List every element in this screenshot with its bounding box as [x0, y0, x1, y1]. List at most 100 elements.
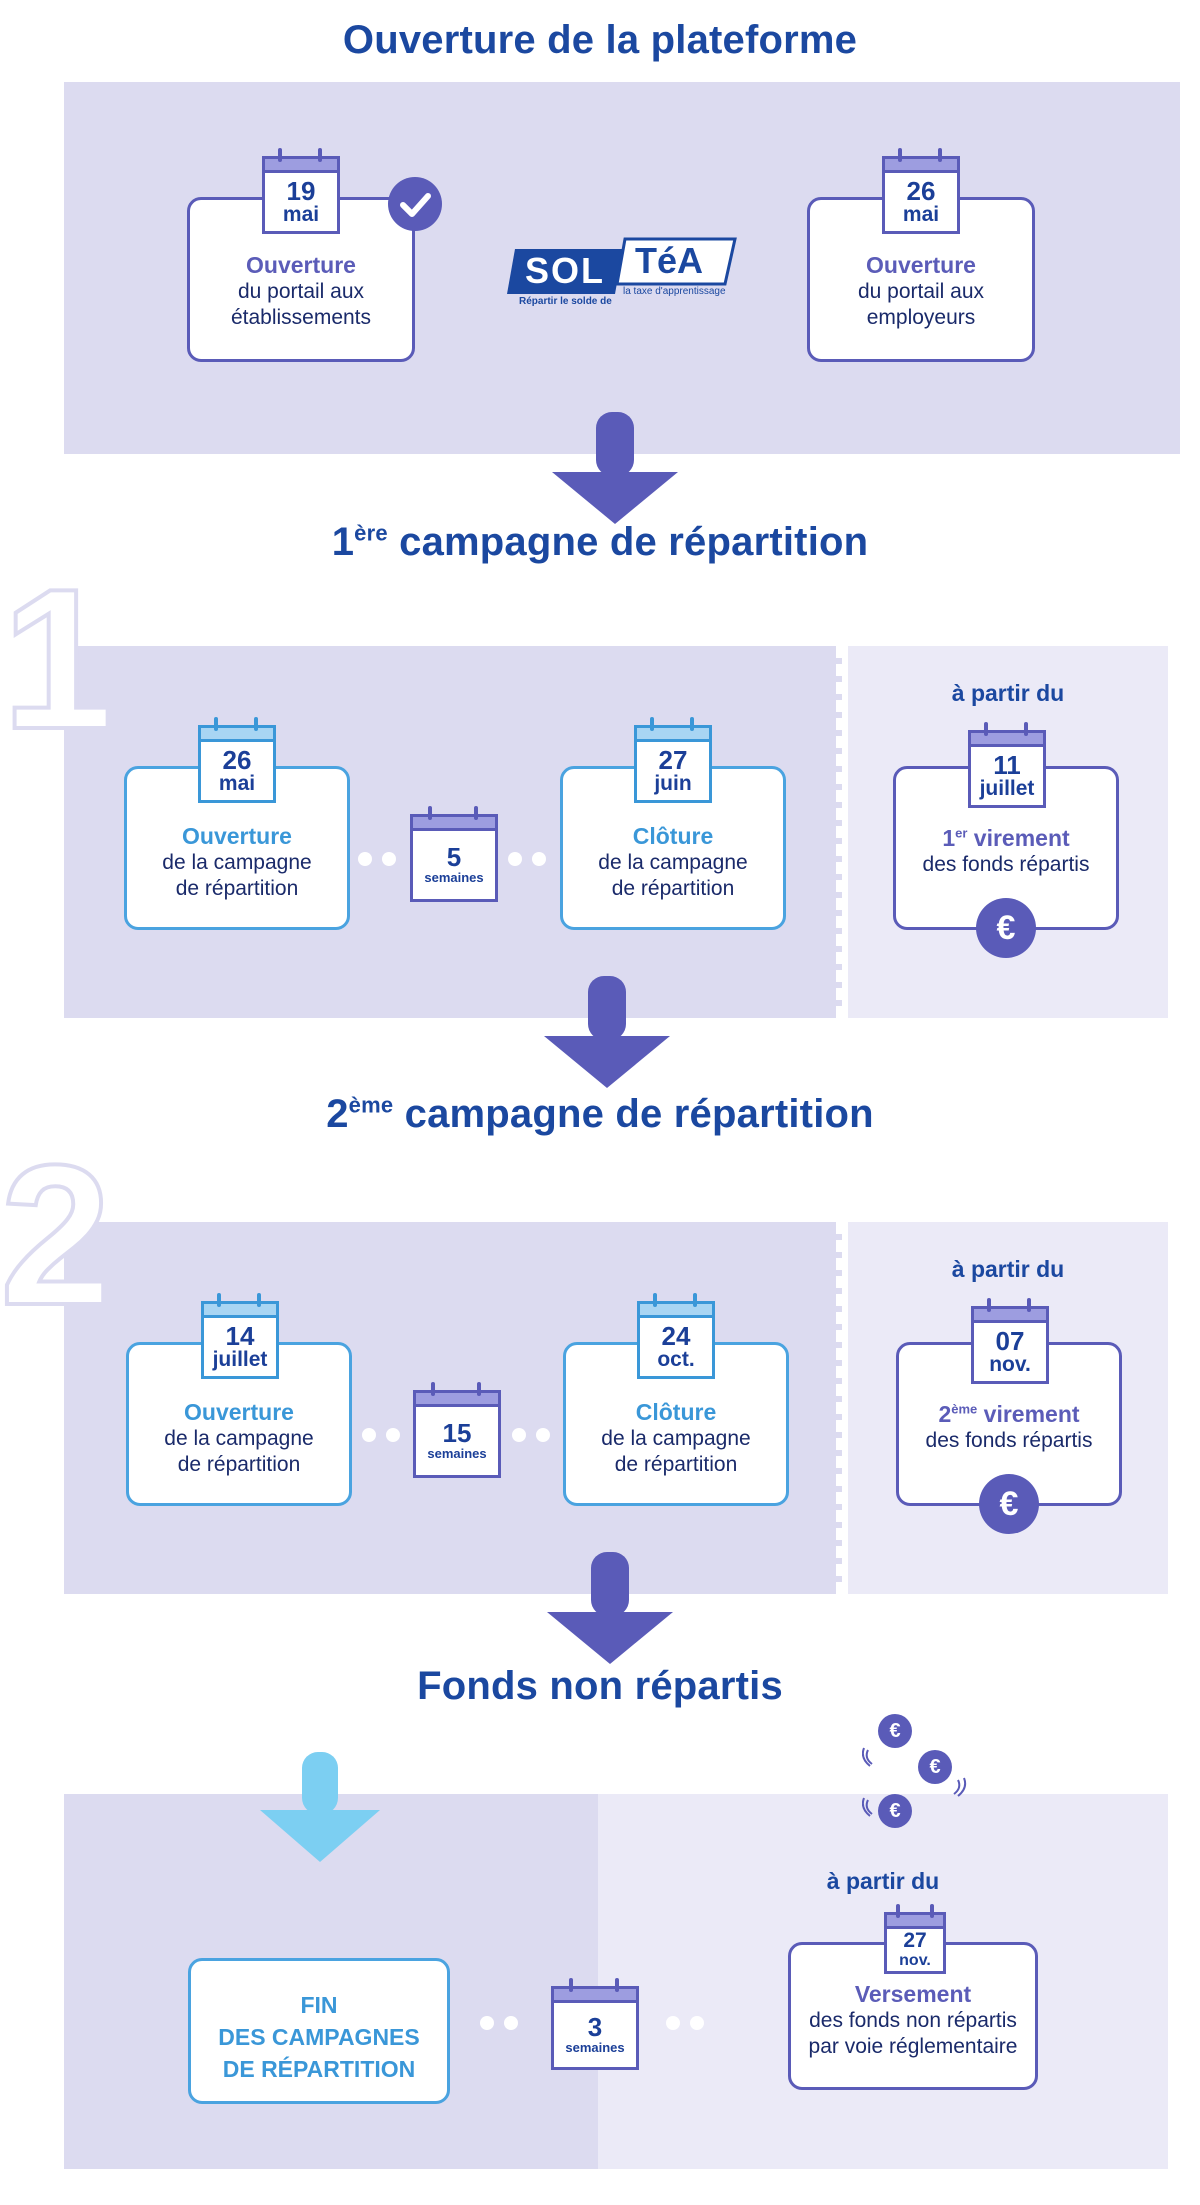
euro-coin-icon: € — [878, 1794, 912, 1828]
card-text-line2: de répartition — [614, 1453, 738, 1476]
calendar-month: juillet — [212, 1348, 268, 1371]
card-text-line2: par voie réglementaire — [808, 2035, 1018, 2058]
card-heading: Ouverture — [184, 1399, 294, 1425]
dots-connector — [666, 2016, 716, 2030]
calendar-icon: 14 juillet — [201, 1293, 279, 1379]
dots-connector — [508, 852, 558, 866]
section-title-campaign-1: 1ère campagne de répartition — [331, 520, 869, 564]
duration-number: 3 — [587, 2012, 603, 2042]
dots-connector — [480, 2016, 530, 2030]
duration-number: 15 — [442, 1418, 472, 1448]
calendar-day: 11 — [993, 750, 1021, 780]
card-end-of-campaigns: FIN DES CAMPAGNES DE RÉPARTITION — [188, 1958, 450, 2104]
dashed-divider — [836, 1222, 842, 1594]
dots-connector — [512, 1428, 562, 1442]
end-line3: DE RÉPARTITION — [222, 2056, 416, 2082]
calendar-day: 27 — [658, 745, 688, 775]
calendar-month: mai — [282, 203, 320, 226]
card-heading: Ouverture — [246, 252, 356, 278]
check-icon — [388, 177, 442, 231]
duration-unit: semaines — [427, 1446, 487, 1461]
dots-connector — [358, 852, 408, 866]
card-heading: Clôture — [635, 1399, 717, 1425]
duration-unit: semaines — [424, 870, 484, 885]
card-text-line2: de répartition — [175, 877, 299, 900]
calendar-duration-icon: 3 semaines — [551, 1978, 639, 2070]
calendar-month: juin — [654, 772, 692, 795]
logo-caption-left: Répartir le solde de — [519, 296, 612, 307]
arrow-down-icon — [547, 1552, 673, 1669]
calendar-icon: 27 juin — [634, 717, 712, 803]
campaign-number: 1 — [0, 548, 115, 771]
card-heading: Ouverture — [182, 823, 292, 849]
calendar-day: 24 — [661, 1321, 691, 1351]
euro-coin-icon: € — [878, 1714, 912, 1748]
euro-coin-icon: € — [918, 1750, 952, 1784]
calendar-duration-icon: 5 semaines — [410, 806, 498, 902]
card-heading: 1er virement — [942, 825, 1070, 851]
motion-lines-icon — [861, 1736, 972, 1836]
card-text-line1: de la campagne — [598, 851, 748, 874]
logo-sol: SOL — [525, 250, 606, 291]
calendar-day: 26 — [222, 745, 252, 775]
calendar-day: 07 — [995, 1326, 1025, 1356]
end-line2: DES CAMPAGNES — [218, 2024, 420, 2050]
card-text-line1: de la campagne — [601, 1427, 751, 1450]
calendar-icon: 11 juillet — [968, 722, 1046, 808]
card-text-line1: des fonds non répartis — [809, 2009, 1017, 2032]
card-text-line1: de la campagne — [164, 1427, 314, 1450]
calendar-day: 26 — [906, 176, 936, 206]
calendar-month: oct. — [657, 1348, 695, 1371]
duration-unit: semaines — [565, 2040, 625, 2055]
card-text-line1: de la campagne — [162, 851, 312, 874]
calendar-icon: 19 mai — [262, 148, 340, 234]
calendar-duration-icon: 15 semaines — [413, 1382, 501, 1478]
section-title-unallocated-funds: Fonds non répartis — [417, 1664, 783, 1708]
card-regulatory-payment: Versement des fonds non répartis par voi… — [788, 1942, 1038, 2090]
card-text-line2: employeurs — [866, 306, 976, 329]
calendar-icon: 26 mai — [882, 148, 960, 234]
end-line1: FIN — [300, 1992, 338, 2018]
card-text-line1: du portail aux — [237, 280, 365, 303]
card-text-line2: de répartition — [611, 877, 735, 900]
calendar-month: juillet — [979, 777, 1035, 800]
calendar-month: mai — [218, 772, 256, 795]
soltea-logo: SOL TéA Répartir le solde de la taxe d'a… — [505, 234, 740, 309]
campaign-number: 2 — [0, 1124, 113, 1347]
card-text: des fonds répartis — [925, 1429, 1093, 1452]
card-text: des fonds répartis — [922, 853, 1090, 876]
euro-coin-icon: € — [976, 898, 1036, 958]
dots-connector — [362, 1428, 412, 1442]
from-date-label: à partir du — [951, 1256, 1065, 1282]
card-heading: Clôture — [632, 823, 714, 849]
arrow-down-light-icon — [260, 1752, 380, 1867]
calendar-day: 19 — [286, 176, 316, 206]
calendar-month: nov. — [899, 1952, 931, 1969]
calendar-day: 14 — [225, 1321, 255, 1351]
from-date-label: à partir du — [951, 680, 1065, 706]
arrow-down-icon — [544, 976, 670, 1093]
section-title-campaign-2: 2ème campagne de répartition — [326, 1092, 874, 1136]
calendar-icon: 24 oct. — [637, 1293, 715, 1379]
euro-coin-icon: € — [979, 1474, 1039, 1534]
arrow-down-icon — [552, 412, 678, 529]
dashed-divider — [836, 646, 842, 1018]
card-heading: 2ème virement — [938, 1401, 1080, 1427]
logo-caption-right: la taxe d'apprentissage — [623, 286, 726, 297]
card-text-line2: établissements — [230, 306, 372, 329]
calendar-month: nov. — [989, 1353, 1031, 1376]
card-portal-employers: Ouverture du portail aux employeurs — [807, 197, 1035, 362]
card-heading: Versement — [854, 1981, 972, 2007]
duration-number: 5 — [446, 842, 462, 872]
calendar-month: mai — [902, 203, 940, 226]
card-text-line1: du portail aux — [857, 280, 985, 303]
calendar-icon: 27 nov. — [884, 1904, 946, 1974]
logo-tea: TéA — [635, 240, 704, 281]
calendar-day: 27 — [903, 1929, 927, 1952]
card-heading: Ouverture — [866, 252, 976, 278]
calendar-icon: 26 mai — [198, 717, 276, 803]
from-date-label: à partir du — [826, 1868, 940, 1894]
calendar-icon: 07 nov. — [971, 1298, 1049, 1384]
section-title-platform-opening: Ouverture de la plateforme — [342, 18, 858, 62]
card-text-line2: de répartition — [177, 1453, 301, 1476]
